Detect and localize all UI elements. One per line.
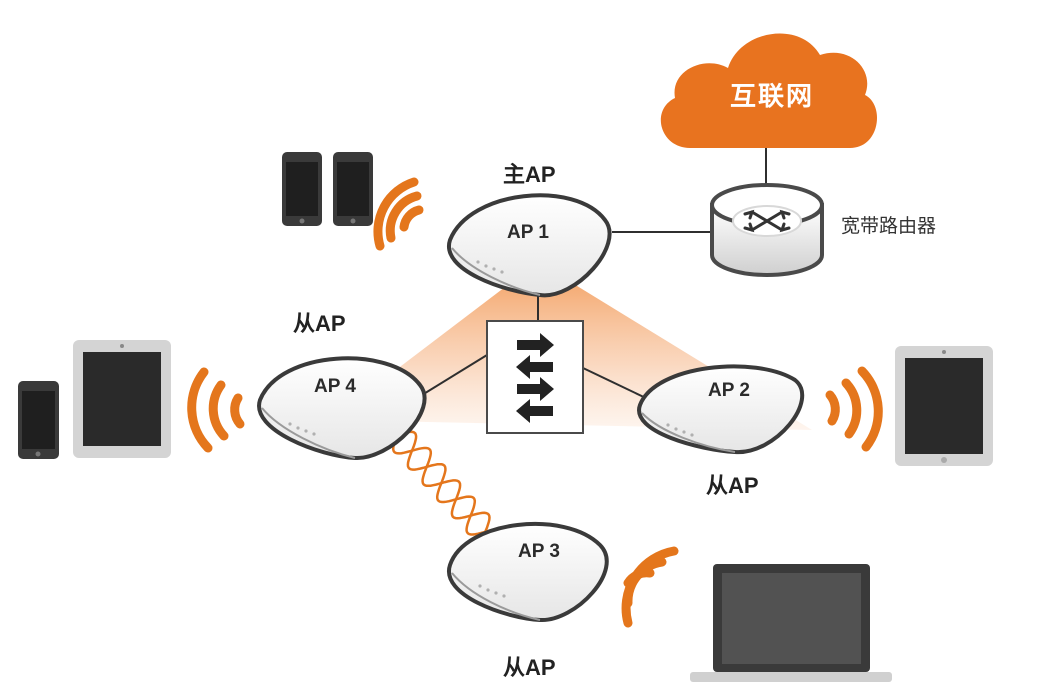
tablet-icon (895, 346, 993, 466)
switch-icon (486, 320, 584, 434)
internet-label: 互联网 (730, 82, 815, 112)
link-ap2-switch (582, 367, 651, 401)
ap1-label: AP 1 (507, 222, 549, 243)
link-ap4-switch (421, 354, 488, 396)
ap2-role-label: 从AP (706, 473, 759, 498)
cloud-icon (660, 33, 877, 148)
ap1-role-label: 主AP (503, 162, 556, 187)
ap-3-device (447, 521, 609, 623)
ap-1-device (447, 193, 612, 298)
ap-2-device (637, 364, 805, 455)
ap-4-device (257, 356, 427, 461)
phone-icon (282, 152, 373, 226)
laptop-icon (690, 564, 892, 682)
router-label: 宽带路由器 (841, 215, 937, 237)
phone-icon (18, 381, 59, 459)
ap4-label: AP 4 (314, 376, 356, 397)
tablet-icon (73, 340, 171, 458)
ap4-role-label: 从AP (293, 311, 346, 336)
ap2-label: AP 2 (708, 380, 750, 401)
wifi-wave-icon (187, 177, 883, 628)
ap3-role-label: 从AP (503, 655, 556, 680)
ap3-label: AP 3 (518, 541, 560, 562)
wired-links (421, 148, 767, 401)
router-icon (710, 183, 824, 277)
